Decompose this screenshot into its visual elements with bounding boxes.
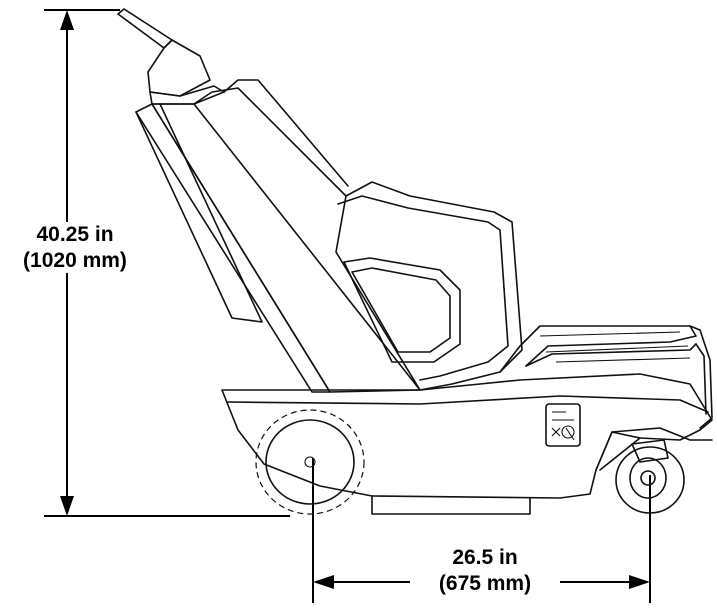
height-arrow-up-icon bbox=[60, 10, 74, 30]
handle-column bbox=[135, 79, 421, 393]
width-dimension bbox=[312, 458, 651, 603]
width-dimension-label: 26.5 in (675 mm) bbox=[410, 545, 560, 597]
chassis bbox=[221, 373, 713, 515]
width-imperial-text: 26.5 in bbox=[410, 545, 560, 571]
rear-wheel-outline bbox=[255, 409, 365, 515]
engine-cover bbox=[335, 181, 523, 391]
rear-frame bbox=[499, 325, 713, 429]
caster-wheel-tire bbox=[615, 446, 685, 514]
caster-wheel-hub bbox=[640, 470, 656, 486]
width-arrow-right-icon bbox=[629, 575, 650, 589]
rear-wheel-inner-rim bbox=[265, 419, 355, 505]
control-decal-icon bbox=[545, 403, 581, 447]
width-arrow-left-icon bbox=[313, 575, 334, 589]
caster-wheel-rim bbox=[629, 457, 667, 499]
handle bbox=[117, 8, 225, 105]
rear-wheel-hub bbox=[304, 456, 316, 468]
height-arrow-down-icon bbox=[60, 496, 74, 516]
height-metric-text: (1020 mm) bbox=[0, 247, 150, 274]
height-imperial-text: 40.25 in bbox=[0, 222, 150, 248]
rear-wheel bbox=[255, 409, 365, 515]
height-dimension-label: 40.25 in (1020 mm) bbox=[0, 222, 150, 274]
front-caster-wheel bbox=[615, 439, 685, 514]
width-metric-text: (675 mm) bbox=[410, 570, 560, 597]
